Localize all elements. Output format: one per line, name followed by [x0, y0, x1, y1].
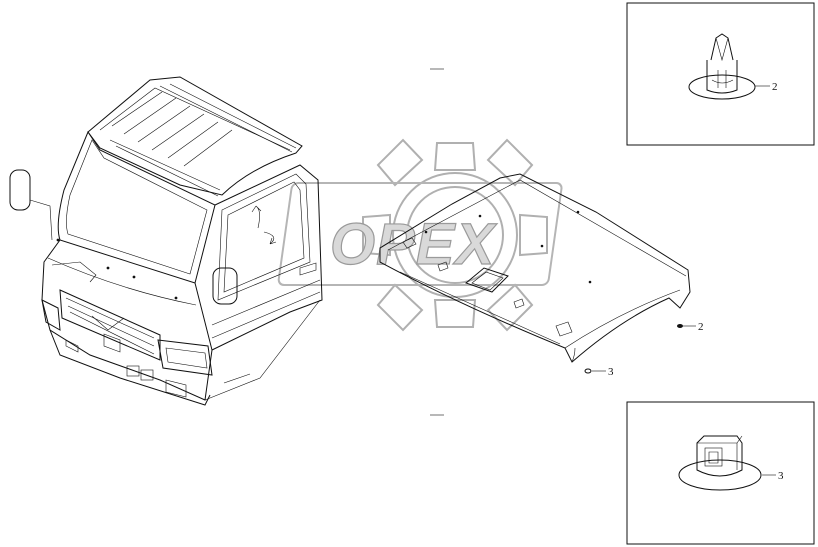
square-clip-icon [678, 435, 762, 491]
detail-box-part-2: 2 [626, 2, 815, 146]
roof-lining-panel: 2 3 [379, 173, 704, 378]
detail-box-part-3: 3 [626, 401, 815, 545]
watermark-frame [277, 182, 563, 286]
watermark-text: OPEX [330, 212, 497, 277]
side-mirror [9, 169, 53, 241]
callout-2-main: 2 [698, 321, 704, 333]
callout-3-main: 3 [608, 366, 614, 378]
push-clip-icon [688, 33, 756, 100]
clip-marker-3 [584, 368, 592, 374]
clip-marker-2 [677, 324, 683, 328]
truck-cab-drawing [9, 76, 323, 406]
callout-2-detail: 2 [772, 81, 778, 93]
watermark: OPEX [277, 138, 563, 332]
callout-3-detail: 3 [778, 470, 784, 482]
